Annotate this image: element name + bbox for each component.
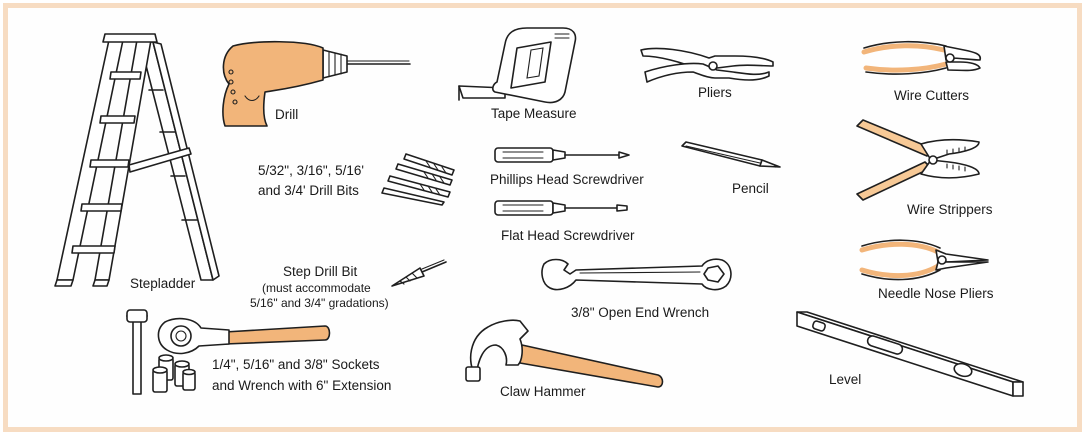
drill-bits-icon	[381, 153, 455, 206]
pliers-label: Pliers	[698, 85, 732, 100]
sockets-label-line2: and Wrench with 6" Extension	[212, 378, 392, 393]
step-drill-bit-icon	[391, 259, 447, 287]
level-icon	[796, 311, 1024, 397]
needle-nose-pliers-icon	[859, 239, 989, 281]
wire-strippers-label: Wire Strippers	[907, 202, 993, 217]
flat-screwdriver-icon	[494, 200, 628, 216]
open-end-wrench-label: 3/8" Open End Wrench	[571, 305, 710, 320]
step-drill-bit-label-line2: (must accommodate	[262, 281, 371, 295]
wire-cutters-icon	[861, 40, 982, 75]
step-drill-bit-label-line3: 5/16" and 3/4" gradations)	[250, 296, 389, 310]
phillips-screwdriver-icon	[494, 147, 630, 163]
pencil-label: Pencil	[732, 181, 769, 196]
drill-bits-label-line2: and 3/4' Drill Bits	[258, 183, 359, 198]
level-label: Level	[829, 372, 862, 387]
claw-hammer-label: Claw Hammer	[500, 384, 586, 399]
open-end-wrench-icon	[541, 258, 732, 291]
socket-set-icon	[126, 309, 331, 395]
sockets-label-line1: 1/4", 5/16" and 3/8" Sockets	[212, 357, 380, 372]
drill-label: Drill	[275, 107, 299, 122]
phillips-screwdriver-label: Phillips Head Screwdriver	[490, 172, 644, 187]
needle-nose-pliers-label: Needle Nose Pliers	[878, 286, 994, 301]
tape-measure-icon	[458, 27, 577, 104]
stepladder-label: Stepladder	[130, 276, 196, 291]
stepladder-icon	[54, 33, 220, 287]
pliers-icon	[640, 47, 774, 83]
step-drill-bit-label-line1: Step Drill Bit	[283, 264, 358, 279]
wire-strippers-icon	[856, 119, 980, 201]
pencil-icon	[681, 141, 781, 168]
wire-cutters-label: Wire Cutters	[894, 88, 970, 103]
drill-icon	[222, 40, 411, 127]
flat-screwdriver-label: Flat Head Screwdriver	[501, 228, 635, 243]
tape-measure-label: Tape Measure	[491, 106, 577, 121]
drill-bits-label-line1: 5/32", 3/16", 5/16'	[258, 163, 364, 178]
claw-hammer-icon	[465, 319, 664, 388]
